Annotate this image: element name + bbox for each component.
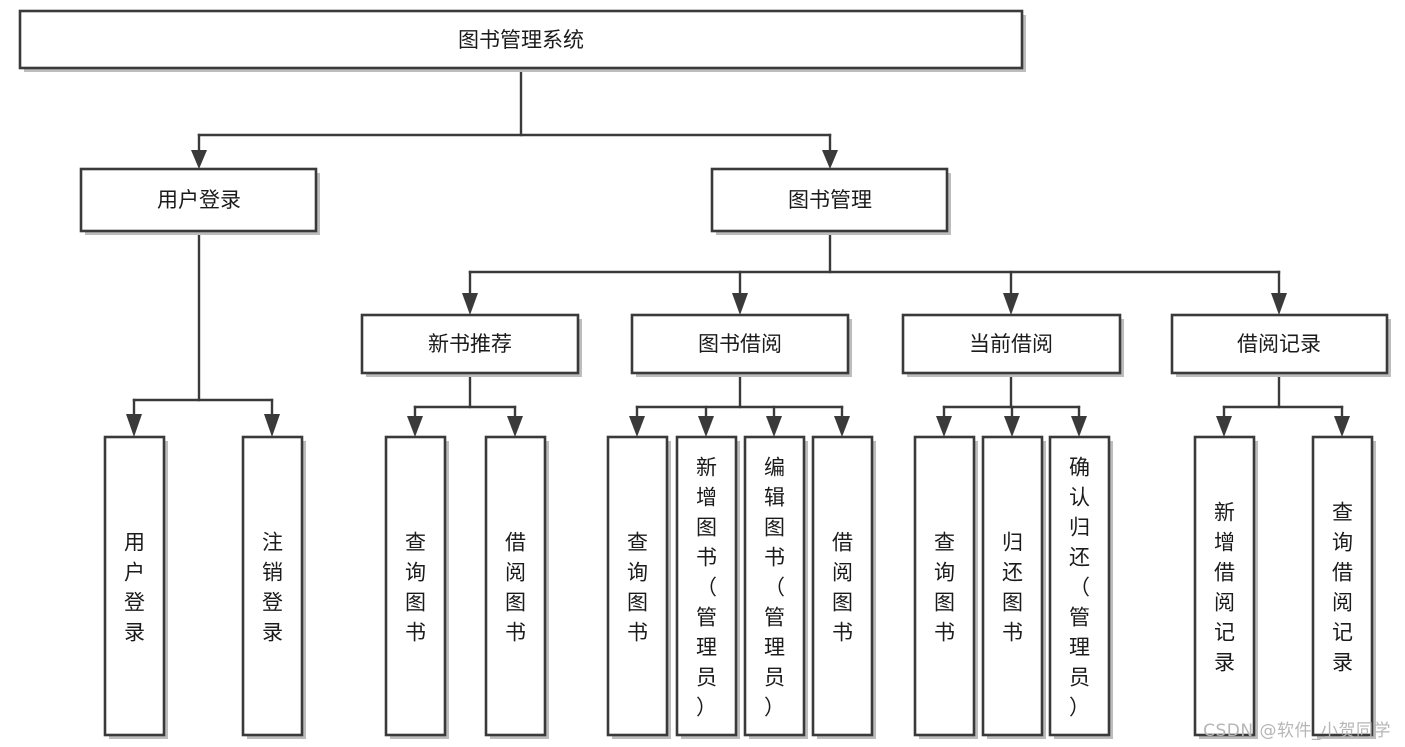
leaf-leaf-borrow-book[interactable]: 借阅图书 [811, 435, 876, 739]
leaf-logout-rect[interactable] [241, 435, 304, 737]
node-current-borrow-rect[interactable] [901, 313, 1122, 375]
leaf-leaf-query-book-current[interactable]: 查询图书 [913, 435, 978, 739]
leaf-borrow-book-rec-label: 借阅图书 [505, 530, 526, 644]
leaf-borrow-book-rect[interactable] [811, 435, 874, 737]
node-borrow-record[interactable]: 借阅记录 [1170, 313, 1391, 377]
leaf-query-book-borrow-label: 查询图书 [627, 530, 648, 644]
leaf-confirm-return-label: 确认归还（管理员） [1069, 455, 1090, 719]
arrow-leaf-borrow-book-rec [507, 416, 523, 437]
leaf-logout-label: 注销登录 [262, 530, 283, 644]
leaf-edit-book-label: 编辑图书（管理员） [764, 455, 785, 719]
leaf-leaf-edit-book[interactable]: 编辑图书（管理员） [743, 435, 808, 739]
leaf-leaf-user-login[interactable]: 用户登录 [103, 435, 168, 739]
arrow-book-borrow [732, 293, 748, 315]
arrow-leaf-add-record [1216, 416, 1232, 437]
leaf-leaf-query-book-rec[interactable]: 查询图书 [384, 435, 449, 739]
arrow-book-manage [822, 150, 838, 169]
arrow-leaf-edit-book [766, 416, 782, 437]
leaf-leaf-logout[interactable]: 注销登录 [241, 435, 306, 739]
leaf-add-book-label: 新增图书（管理员） [696, 455, 717, 719]
connector-layer [126, 66, 1350, 437]
leaf-borrow-book-label: 借阅图书 [832, 530, 853, 644]
node-user-login-rect[interactable] [79, 167, 318, 233]
arrow-leaf-query-book-rec [407, 416, 423, 437]
leaf-confirm-return-rect[interactable] [1048, 435, 1111, 737]
arrow-leaf-logout [264, 414, 280, 437]
node-user-login-label: 用户登录 [157, 188, 241, 212]
node-new-book-rec-rect[interactable] [360, 313, 580, 375]
leaf-add-record-rect[interactable] [1193, 435, 1256, 737]
arrow-new-book-rec [462, 293, 478, 315]
node-book-manage-rect[interactable] [710, 167, 949, 233]
arrow-leaf-return-book [1004, 416, 1020, 437]
node-book-manage[interactable]: 图书管理 [710, 167, 951, 235]
node-root-label: 图书管理系统 [458, 28, 584, 52]
leaf-query-record-label: 查询借阅记录 [1332, 500, 1353, 674]
arrow-leaf-add-book [698, 416, 714, 437]
leaf-add-book-rect[interactable] [675, 435, 738, 737]
node-book-manage-label: 图书管理 [788, 188, 872, 212]
leaf-leaf-add-record[interactable]: 新增借阅记录 [1193, 435, 1258, 739]
leaf-leaf-query-book-borrow[interactable]: 查询图书 [606, 435, 671, 739]
leaf-query-book-rec-label: 查询图书 [405, 530, 426, 644]
arrow-borrow-record [1271, 293, 1287, 315]
arrow-current-borrow [1003, 293, 1019, 315]
arrow-user-login [191, 150, 207, 169]
leaf-leaf-add-book[interactable]: 新增图书（管理员） [675, 435, 740, 739]
node-book-borrow-label: 图书借阅 [698, 332, 782, 356]
leaf-edit-book-rect[interactable] [743, 435, 806, 737]
leaf-borrow-book-rec-rect[interactable] [484, 435, 547, 737]
leaf-add-record-label: 新增借阅记录 [1214, 500, 1235, 674]
arrow-leaf-borrow-book [834, 416, 850, 437]
node-borrow-record-rect[interactable] [1170, 313, 1389, 375]
node-layer: 图书管理系统 用户登录 图书管理 新书推荐 [18, 9, 1391, 739]
node-root-rect[interactable] [18, 9, 1024, 70]
arrow-leaf-user-login [126, 414, 142, 437]
leaf-leaf-confirm-return[interactable]: 确认归还（管理员） [1048, 435, 1113, 739]
node-borrow-record-label: 借阅记录 [1237, 332, 1321, 356]
leaf-return-book-label: 归还图书 [1002, 530, 1023, 644]
leaf-leaf-return-book[interactable]: 归还图书 [981, 435, 1046, 739]
node-new-book-rec[interactable]: 新书推荐 [360, 313, 582, 377]
leaf-query-record-rect[interactable] [1311, 435, 1374, 737]
leaf-query-book-rec-rect[interactable] [384, 435, 447, 737]
node-root[interactable]: 图书管理系统 [18, 9, 1026, 72]
leaf-user-login-label: 用户登录 [124, 530, 145, 644]
node-new-book-rec-label: 新书推荐 [428, 332, 512, 356]
node-book-borrow[interactable]: 图书借阅 [630, 313, 852, 377]
arrow-leaf-query-record [1334, 416, 1350, 437]
leaf-leaf-query-record[interactable]: 查询借阅记录 [1311, 435, 1376, 739]
leaf-user-login-rect[interactable] [103, 435, 166, 737]
csdn-watermark: CSDN @软件_小贺同学 [1203, 721, 1391, 741]
arrow-leaf-query-book-borrow [629, 416, 645, 437]
arrow-leaf-query-book-current [936, 416, 952, 437]
node-current-borrow-label: 当前借阅 [969, 332, 1053, 356]
node-book-borrow-rect[interactable] [630, 313, 850, 375]
leaf-node-layer: 用户登录 注销登录 查询图书 借阅图书 查询图书 新增图书（管理员） 编辑图书（管理员） 借阅… [103, 435, 1376, 739]
leaf-leaf-borrow-book-rec[interactable]: 借阅图书 [484, 435, 549, 739]
leaf-return-book-rect[interactable] [981, 435, 1044, 737]
node-current-borrow[interactable]: 当前借阅 [901, 313, 1124, 377]
leaf-query-book-current-rect[interactable] [913, 435, 976, 737]
arrow-leaf-confirm-return [1071, 416, 1087, 437]
leaf-query-book-borrow-rect[interactable] [606, 435, 669, 737]
node-user-login[interactable]: 用户登录 [79, 167, 320, 235]
leaf-query-book-current-label: 查询图书 [934, 530, 955, 644]
